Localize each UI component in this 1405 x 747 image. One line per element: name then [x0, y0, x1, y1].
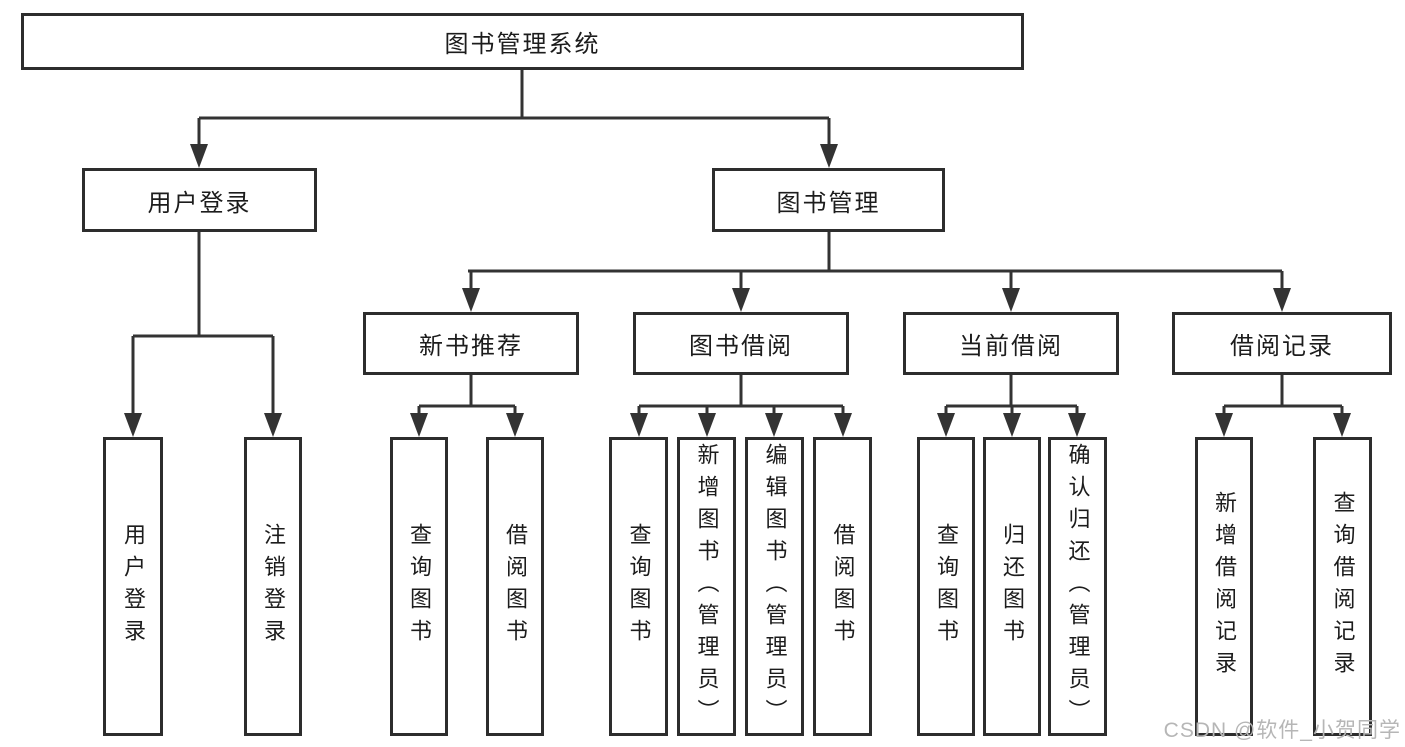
node-book-borrow: 图书借阅	[633, 312, 849, 375]
node-root-system: 图书管理系统	[21, 13, 1024, 70]
node-user-login: 用户登录	[82, 168, 317, 232]
leaf-user-login: 用户登录	[103, 437, 163, 736]
node-current-borrow: 当前借阅	[903, 312, 1119, 375]
connector-book-management-branch	[462, 232, 1291, 312]
leaf-current-query-books: 查询图书	[917, 437, 975, 736]
csdn-watermark: CSDN @软件_小贺同学	[1163, 719, 1401, 742]
leaf-recommend-borrow-books: 借阅图书	[486, 437, 544, 736]
leaf-borrow-query-books: 查询图书	[609, 437, 668, 736]
leaf-records-query-record: 查询借阅记录	[1313, 437, 1372, 736]
leaf-borrow-borrow-books: 借阅图书	[813, 437, 872, 736]
leaf-borrow-add-book-admin: 新增图书（管理员）	[677, 437, 736, 736]
connector-book-borrow-branch	[630, 375, 852, 437]
leaf-current-confirm-return-admin: 确认归还（管理员）	[1048, 437, 1107, 736]
connector-current-borrow-branch	[937, 375, 1086, 437]
leaf-records-add-record: 新增借阅记录	[1195, 437, 1253, 736]
leaf-borrow-edit-book-admin: 编辑图书（管理员）	[745, 437, 804, 736]
leaf-recommend-query-books: 查询图书	[390, 437, 448, 736]
leaf-logout: 注销登录	[244, 437, 302, 736]
connector-borrow-records-branch	[1215, 375, 1351, 437]
connector-user-login-branch	[124, 232, 282, 437]
node-borrow-records: 借阅记录	[1172, 312, 1392, 375]
connector-root-to-level2	[190, 70, 838, 168]
node-new-book-recommend: 新书推荐	[363, 312, 579, 375]
node-book-management: 图书管理	[712, 168, 945, 232]
connector-new-book-recommend-branch	[410, 375, 524, 437]
leaf-current-return-books: 归还图书	[983, 437, 1041, 736]
